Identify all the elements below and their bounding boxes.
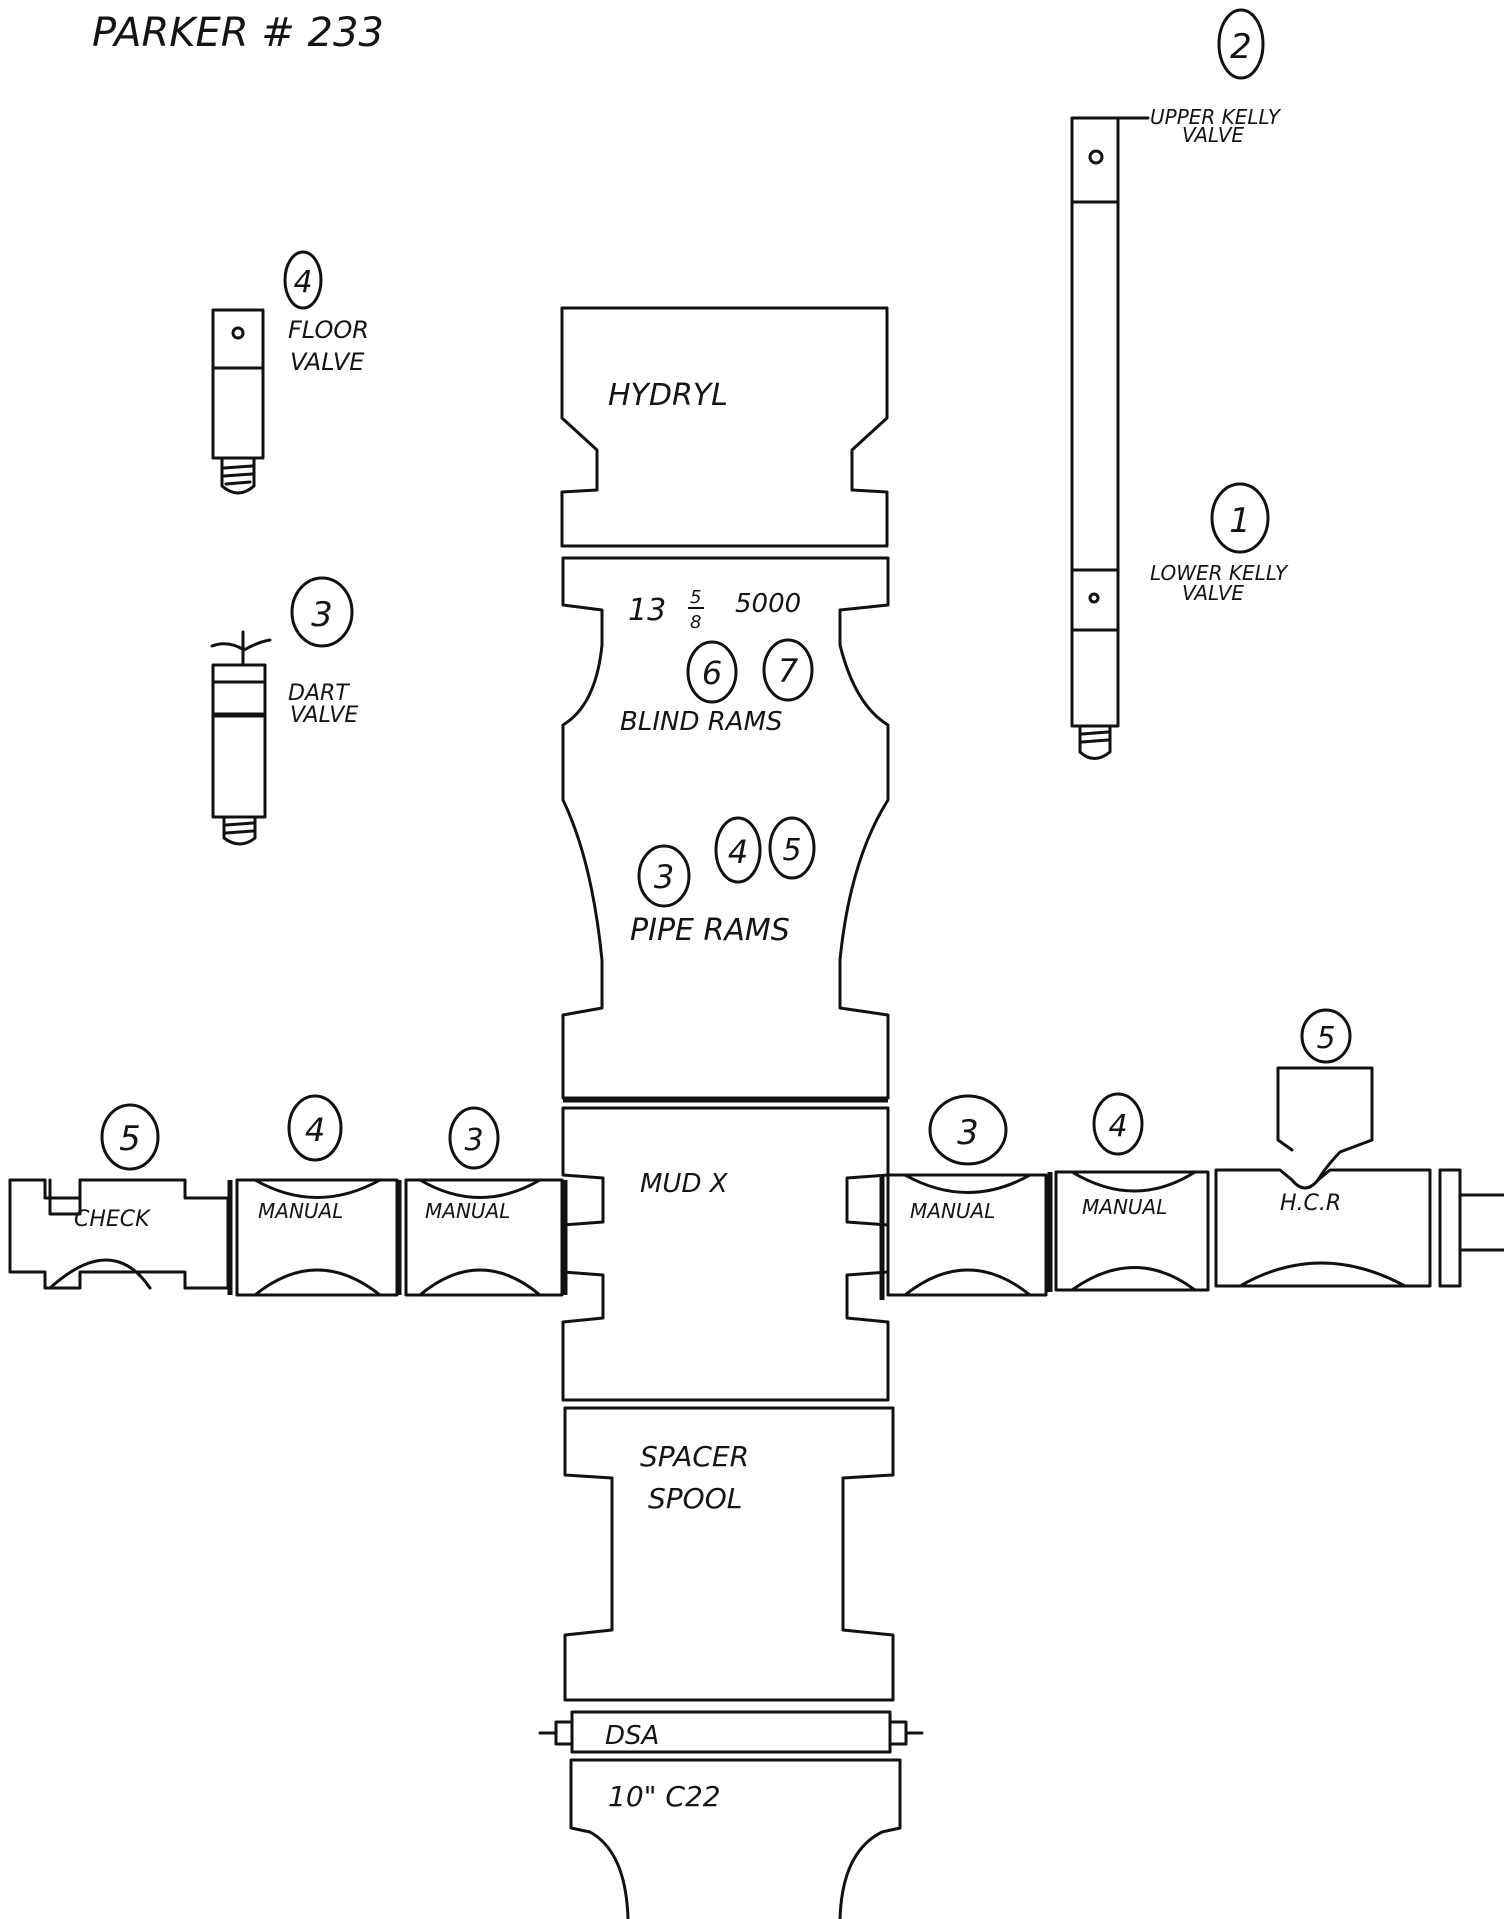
check-valve-body <box>8 1178 230 1290</box>
page-title: PARKER # 233 <box>92 10 384 56</box>
spacer-spool <box>563 1406 895 1702</box>
dsa-adapter <box>538 1710 924 1754</box>
lower-kelly-label-line1: LOWER KELLY <box>1150 561 1289 585</box>
blind-ram-number-7: 7 <box>762 638 814 702</box>
svg-text:3: 3 <box>311 595 333 635</box>
dart-valve-label-line2: VALVE <box>290 703 358 728</box>
wellhead <box>569 1758 902 1919</box>
svg-text:4: 4 <box>1108 1109 1127 1144</box>
svg-text:7: 7 <box>778 652 799 690</box>
svg-text:3: 3 <box>464 1123 483 1158</box>
pipe-rams-label: PIPE RAMS <box>630 913 790 948</box>
svg-text:1: 1 <box>1229 501 1251 541</box>
svg-text:4: 4 <box>293 265 312 300</box>
mud-cross-label: MUD X <box>640 1169 729 1199</box>
left-valve-2-label: MANUAL <box>258 1199 343 1223</box>
right-manual-valve-3-bottom-arc <box>903 1268 1032 1297</box>
floor-valve-number: 4 <box>283 250 323 310</box>
floor-valve-label-line2: VALVE <box>290 348 365 376</box>
upper-kelly-label-line2: VALVE <box>1182 123 1244 147</box>
lower-kelly-label-line2: VALVE <box>1182 581 1244 605</box>
svg-text:5000: 5000 <box>735 589 801 619</box>
left-valve-3-label: CHECK <box>74 1207 151 1232</box>
left-manual-valve-3-bottom-arc <box>418 1268 542 1297</box>
check-valve-arc <box>48 1258 152 1290</box>
left-valve-1-label: MANUAL <box>425 1199 510 1223</box>
floor-valve <box>211 308 265 495</box>
svg-text:8: 8 <box>690 612 701 633</box>
hydril-label: HYDRYL <box>608 378 728 413</box>
check-valve-notch <box>48 1178 82 1216</box>
spacer-spool-label-line1: SPACER <box>640 1440 749 1473</box>
dsa-label: DSA <box>605 1721 659 1751</box>
left-valve-3-number: 5 <box>100 1103 160 1171</box>
hcr-bottom-arc <box>1238 1261 1407 1288</box>
svg-text:3: 3 <box>654 858 674 896</box>
svg-text:3: 3 <box>957 1113 979 1153</box>
right-valve-2-label: MANUAL <box>1082 1195 1167 1219</box>
svg-text:5: 5 <box>690 587 701 608</box>
right-manual-valve-3-top-arc <box>903 1173 1032 1194</box>
left-valve-2-number: 4 <box>287 1094 343 1162</box>
svg-text:5: 5 <box>1316 1021 1335 1056</box>
floor-valve-label-line1: FLOOR <box>288 316 369 344</box>
svg-text:4: 4 <box>728 833 748 871</box>
wellhead-label: 10" C22 <box>608 1780 721 1813</box>
svg-text:5: 5 <box>119 1119 141 1159</box>
dart-valve-number: 3 <box>290 576 354 648</box>
blind-rams-label: BLIND RAMS <box>620 707 783 737</box>
hcr-valve <box>1214 1168 1432 1288</box>
right-manual-valve-3 <box>886 1173 1048 1297</box>
right-valve-1-label: MANUAL <box>910 1199 995 1223</box>
dart-valve <box>210 630 272 846</box>
svg-text:2: 2 <box>1230 27 1252 67</box>
right-manual-valve-4-top-arc <box>1070 1170 1197 1193</box>
upper-kelly-valve-number: 2 <box>1217 8 1265 80</box>
left-manual-valve-4-top-arc <box>253 1178 382 1199</box>
hydril-annular <box>560 306 889 548</box>
left-manual-valve-3-top-arc <box>418 1178 542 1199</box>
svg-text:5: 5 <box>782 833 801 868</box>
right-manual-valve-4 <box>1054 1170 1210 1292</box>
pipe-ram-number-4: 4 <box>714 816 762 884</box>
right-line-flange <box>1438 1168 1462 1288</box>
blind-ram-number-6: 6 <box>686 640 738 704</box>
dart-valve-label-line1: DART <box>288 681 350 706</box>
left-manual-valve-3 <box>404 1178 564 1297</box>
kelly-valve-assembly <box>1070 116 1150 760</box>
hcr-actuator <box>1276 1066 1374 1182</box>
bop-size-label: 13 5 8 5000 <box>628 587 801 633</box>
right-line-pipe <box>1458 1193 1504 1252</box>
right-valve-3-number: 5 <box>1300 1008 1352 1064</box>
left-manual-valve-4-bottom-arc <box>253 1268 382 1297</box>
pipe-ram-number-5: 5 <box>768 816 816 880</box>
svg-text:13: 13 <box>628 593 666 628</box>
mud-cross <box>561 1106 890 1402</box>
right-valve-2-number: 4 <box>1092 1092 1144 1156</box>
right-valve-1-number: 3 <box>928 1094 1008 1166</box>
left-valve-1-number: 3 <box>448 1106 500 1170</box>
right-manual-valve-4-bottom-arc <box>1070 1266 1197 1292</box>
pipe-ram-number-3: 3 <box>637 844 691 908</box>
svg-text:6: 6 <box>702 654 722 692</box>
spacer-spool-label-line2: SPOOL <box>648 1482 742 1515</box>
lower-kelly-valve-number: 1 <box>1210 482 1270 554</box>
right-valve-3-label: H.C.R <box>1280 1191 1341 1216</box>
ram-preventer-body <box>561 556 890 1100</box>
upper-kelly-label-line1: UPPER KELLY <box>1150 105 1282 129</box>
svg-text:4: 4 <box>305 1111 325 1149</box>
